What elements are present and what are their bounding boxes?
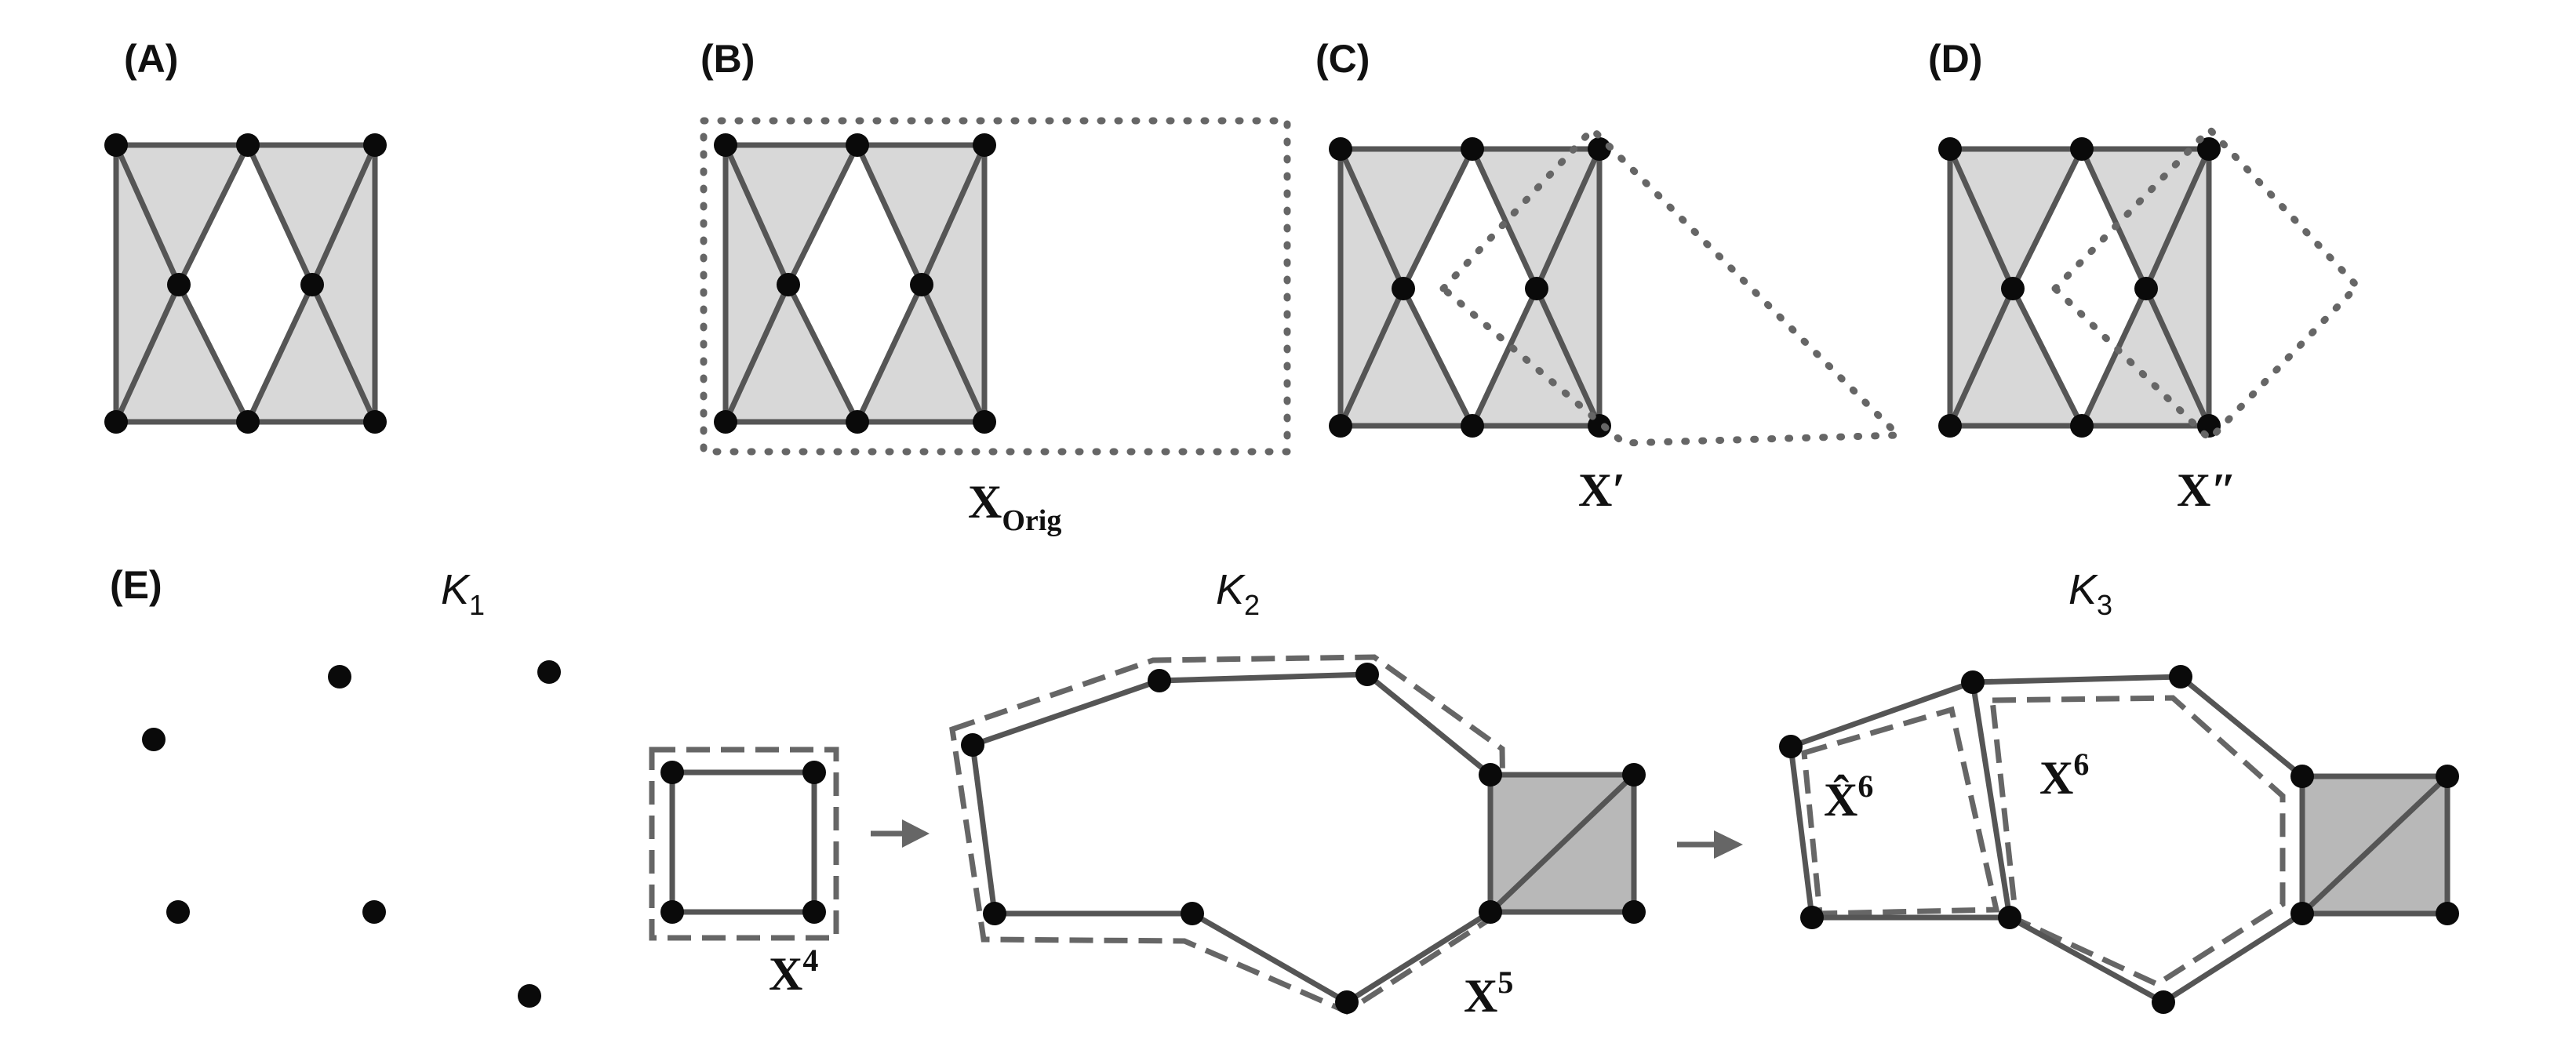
cycle-x6-hat-outline bbox=[1801, 706, 2000, 917]
cycle-orig-label: XOrig bbox=[968, 476, 1061, 537]
panel-label-a: (A) bbox=[124, 37, 178, 81]
panel-label-b: (B) bbox=[700, 37, 755, 81]
complex-k1-label: K1 bbox=[441, 566, 485, 621]
panel-label-d: (D) bbox=[1928, 37, 1982, 81]
complex-b bbox=[714, 133, 996, 434]
arrow-k1-to-k2 bbox=[871, 819, 930, 848]
cycle-x5-label: X5 bbox=[1464, 965, 1513, 1022]
cycle-orig-outline bbox=[700, 117, 1291, 456]
cycle-double-prime-label: X″ bbox=[2177, 464, 2236, 516]
cycle-double-prime-outline bbox=[2051, 124, 2363, 445]
cycle-x4-label: X4 bbox=[769, 943, 818, 1000]
cycle-x4 bbox=[649, 747, 839, 941]
complex-k2-label: K2 bbox=[1216, 566, 1260, 621]
complex-k1-vertices bbox=[142, 660, 561, 1008]
cycle-x5-outline bbox=[949, 654, 1508, 1015]
cycle-prime-outline bbox=[1439, 124, 1907, 447]
complex-d bbox=[1938, 137, 2221, 438]
complex-a bbox=[104, 133, 387, 434]
cycle-x6-outline bbox=[1989, 695, 2286, 987]
cycle-x6-label: X6 bbox=[2039, 747, 2089, 804]
arrow-k2-to-k3 bbox=[1677, 830, 1743, 859]
complex-k3 bbox=[1779, 665, 2459, 1014]
panel-label-c: (C) bbox=[1315, 37, 1370, 81]
cycle-x6-hat-label: X̂6 bbox=[1824, 768, 1873, 826]
complex-k2 bbox=[949, 654, 1646, 1015]
complex-k3-label: K3 bbox=[2068, 566, 2112, 621]
panel-label-e: (E) bbox=[110, 563, 162, 607]
cycle-prime-label: X′ bbox=[1578, 464, 1625, 516]
